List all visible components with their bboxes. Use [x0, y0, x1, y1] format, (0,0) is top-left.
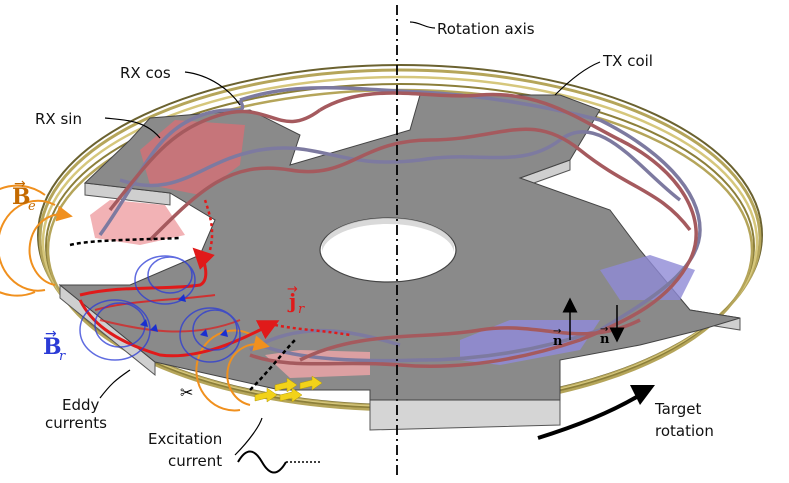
- target-bottom-edge: [369, 399, 561, 431]
- svg-text:→: →: [287, 282, 298, 297]
- svg-text:→: →: [553, 326, 561, 337]
- rx-sin-coil: [108, 91, 698, 368]
- svg-text:j: j: [287, 289, 296, 313]
- excitation-wave-icon: [237, 450, 287, 474]
- feed-wires: [69, 236, 296, 391]
- svg-text:r: r: [298, 302, 305, 317]
- label-eddy-line1: Eddy: [62, 396, 100, 414]
- svg-text:B: B: [12, 184, 31, 210]
- svg-text:→: →: [45, 326, 57, 342]
- label-target-line2: rotation: [655, 422, 714, 440]
- label-rx-sin: RX sin: [35, 110, 82, 128]
- leader-lines: [99, 21, 601, 456]
- normal-label-right: n: [600, 332, 610, 347]
- reaction-field-arrows: [140, 294, 228, 337]
- label-b-e: → B e: [12, 176, 36, 214]
- label-rotation-axis: Rotation axis: [437, 20, 535, 38]
- normal-vectors: [562, 297, 625, 343]
- label-rx-cos: RX cos: [120, 64, 171, 82]
- label-excitation-line2: current: [168, 452, 222, 470]
- excitation-current-arrows: [254, 375, 323, 403]
- svg-text:→: →: [14, 176, 26, 192]
- target-rotation-arrow-head: [630, 385, 655, 405]
- label-excitation-line1: Excitation: [148, 430, 222, 448]
- sensing-regions: [90, 120, 695, 378]
- excitation-field-arcs: [0, 184, 270, 412]
- target-rotation-arrow: [537, 393, 642, 440]
- svg-text:e: e: [28, 199, 36, 214]
- label-b-r: → B r: [43, 326, 66, 364]
- svg-text:B: B: [43, 334, 62, 360]
- label-j-r: → j r: [287, 282, 305, 317]
- label-eddy-line2: currents: [45, 414, 107, 432]
- label-target-line1: Target: [654, 400, 702, 418]
- pink-region-left: [90, 200, 185, 245]
- svg-text:→: →: [600, 324, 608, 335]
- label-tx-coil: TX coil: [602, 52, 653, 70]
- scissors-icon: ✂: [180, 383, 193, 402]
- normal-label-left: n: [553, 334, 563, 349]
- svg-text:r: r: [59, 349, 66, 364]
